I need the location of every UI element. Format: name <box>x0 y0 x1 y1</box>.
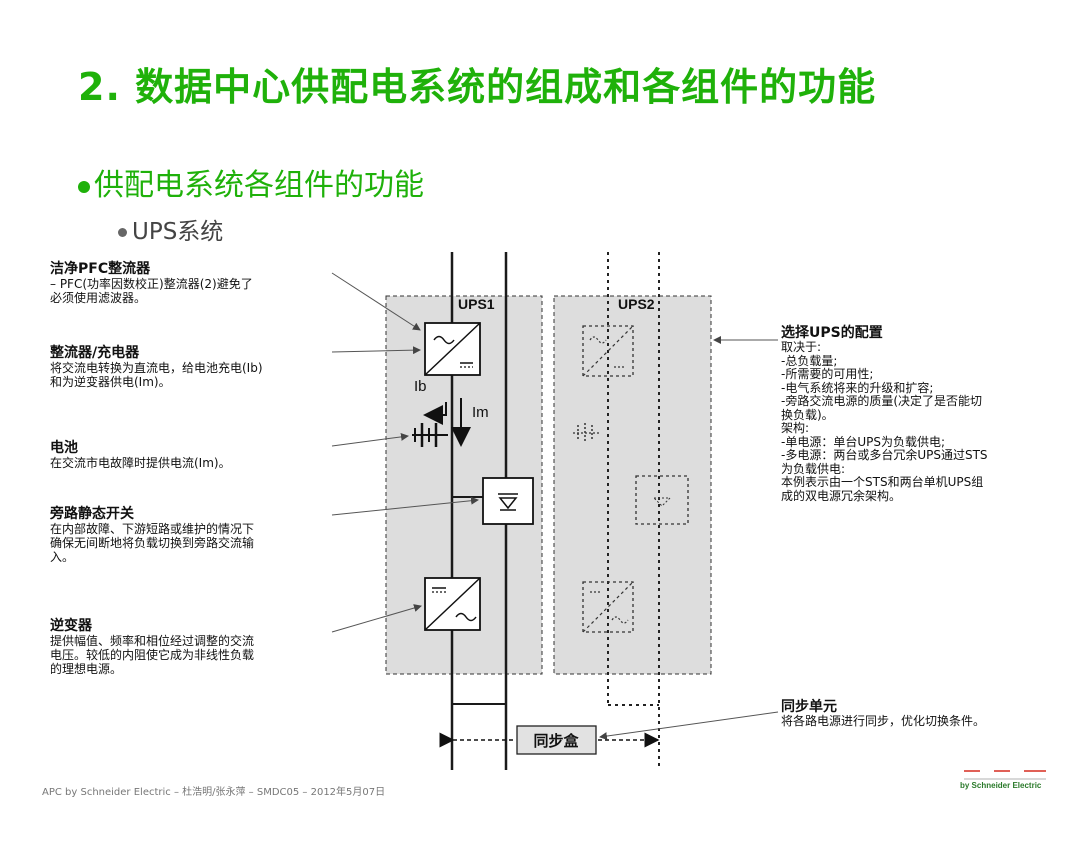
static-switch-icon <box>482 477 534 525</box>
ups1-label: UPS1 <box>458 296 495 312</box>
bullet-dot-icon <box>78 180 90 193</box>
pointer-pfc <box>331 272 421 331</box>
pointer-inverter <box>331 604 422 633</box>
label-battery: 电池 在交流市电故障时提供电流(Im)。 <box>50 440 231 470</box>
ups2-static-switch-icon <box>635 475 689 525</box>
ups2-battery-icon <box>573 423 600 443</box>
inverter-icon <box>424 577 481 631</box>
pointer-sync <box>599 711 779 740</box>
pointer-sts <box>331 496 479 516</box>
config-description: 选择UPS的配置 取决于: -总负载量; -所需要的可用性; -电气系统将来的升… <box>781 325 988 503</box>
logo-text: by Schneider Electric <box>960 781 1042 790</box>
label-pfc-rectifier: 洁净PFC整流器 – PFC(功率因数校正)整流器(2)避免了 必须使用滤波器。 <box>50 261 253 305</box>
ib-arrow-icon <box>423 402 447 425</box>
sync-box-label: 同步盒 <box>533 732 579 750</box>
slide-title: 2. 数据中心供配电系统的组成和各组件的功能 <box>78 65 877 109</box>
pointer-rectifier <box>331 346 421 355</box>
im-label: Im <box>472 404 489 421</box>
bullet-level-1: 供配电系统各组件的功能 <box>78 160 424 204</box>
label-inverter: 逆变器 提供幅值、频率和相位经过调整的交流 电压。较低的内阻使它成为非线性负载 … <box>50 618 255 676</box>
bullet-level-2: UPS系统 <box>118 212 223 246</box>
bullet-1-text: 供配电系统各组件的功能 <box>94 168 424 203</box>
label-rectifier-charger: 整流器/充电器 将交流电转换为直流电，给电池充电(Ib) 和为逆变器供电(Im)… <box>50 345 263 389</box>
logo-mark-icon <box>964 770 1046 780</box>
pointer-battery <box>331 432 409 447</box>
ups2-inverter-icon <box>582 581 634 633</box>
schneider-logo: by Schneider Electric <box>960 765 1050 797</box>
label-bypass-switch: 旁路静态开关 在内部故障、下游短路或维护的情况下 确保无间断地将负载切换到旁路交… <box>50 506 255 564</box>
bullet-dot-icon <box>118 228 127 237</box>
ib-label: Ib <box>414 378 427 395</box>
bullet-2-text: UPS系统 <box>132 219 224 245</box>
ups2-rectifier-icon <box>582 325 634 377</box>
battery-icon <box>412 423 448 447</box>
sync-box <box>516 725 597 755</box>
sync-unit-description: 同步单元 将各路电源进行同步，优化切换条件。 <box>781 699 986 728</box>
rectifier-icon <box>424 322 481 376</box>
ups2-label: UPS2 <box>618 296 655 312</box>
footer-text: APC by Schneider Electric – 杜浩明/张永萍 – SM… <box>42 787 386 798</box>
